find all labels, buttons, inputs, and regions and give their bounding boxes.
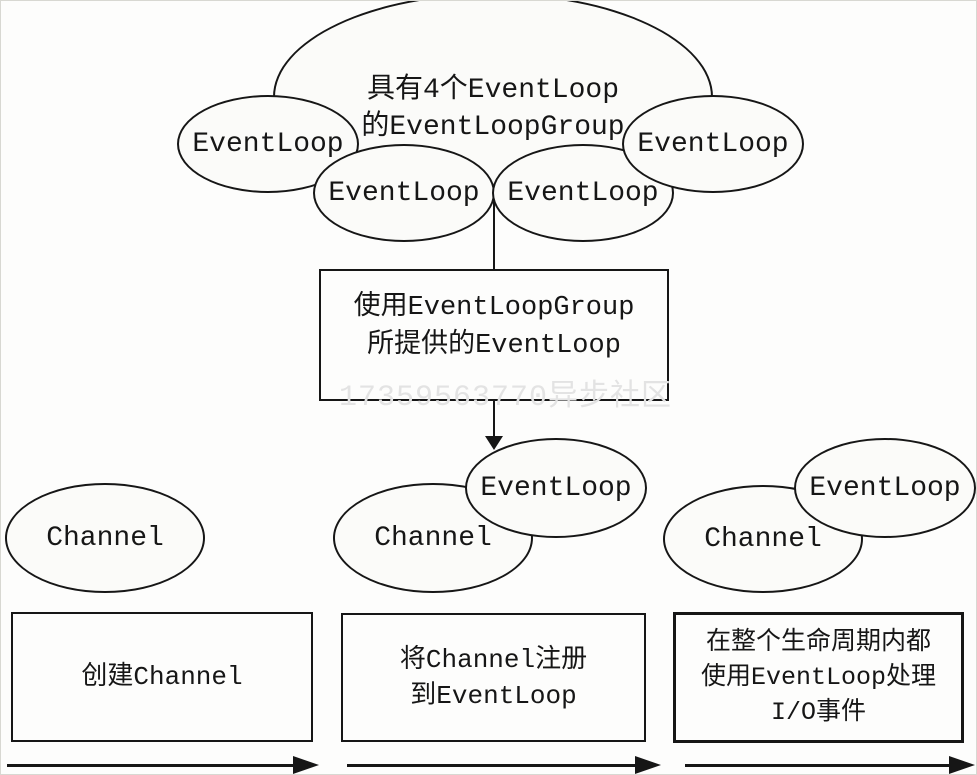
channel-ellipse-1: Channel: [5, 483, 205, 593]
channel-label: Channel: [704, 523, 822, 555]
eventloop-label: EventLoop: [507, 177, 659, 209]
step-box-create-channel: 创建Channel: [11, 612, 313, 742]
watermark-text: 17359563770异步社区: [339, 381, 673, 415]
channel-ellipse-3: Channel: [663, 485, 863, 593]
eventloop-ellipse-pair-3: EventLoop: [794, 438, 976, 538]
step1-line1: 创建Channel: [81, 662, 243, 692]
step-box-register-channel: 将Channel注册 到EventLoop: [341, 613, 646, 742]
eventloop-label: EventLoop: [328, 177, 480, 209]
step3-line2: 使用EventLoop处理: [700, 663, 937, 692]
provide-eventloop-label-line2: 所提供的EventLoop: [367, 331, 621, 361]
eventloopgroup-label-line2: 的EventLoopGroup: [361, 112, 625, 143]
channel-ellipse-2: Channel: [333, 483, 533, 593]
eventloop-ellipse-4: EventLoop: [622, 95, 804, 193]
eventloop-label: EventLoop: [192, 128, 344, 160]
eventloop-ellipse-pair-2: EventLoop: [465, 438, 647, 538]
eventloop-label: EventLoop: [809, 472, 961, 504]
provide-eventloop-label-line1: 使用EventLoopGroup: [353, 293, 635, 323]
step-box-lifecycle-io: 在整个生命周期内都 使用EventLoop处理 I/O事件: [673, 612, 964, 743]
eventloop-ellipse-2: EventLoop: [313, 144, 495, 242]
channel-label: Channel: [374, 522, 492, 554]
eventloopgroup-label-line1: 具有4个EventLoop: [366, 75, 620, 106]
timeline-arrow-1-head-icon: [293, 756, 319, 774]
eventloop-label: EventLoop: [480, 472, 632, 504]
step2-line2: 到EventLoop: [410, 680, 577, 711]
down-arrowhead-icon: [485, 436, 503, 450]
timeline-arrow-2-head-icon: [635, 756, 661, 774]
eventloop-label: EventLoop: [637, 128, 789, 160]
provide-eventloop-label: 使用EventLoopGroup 所提供的EventLoop: [354, 289, 635, 365]
step2-line1: 将Channel注册: [399, 644, 588, 675]
provide-eventloop-box: 使用EventLoopGroup 所提供的EventLoop: [319, 269, 669, 401]
timeline-arrow-1-line: [7, 764, 295, 767]
connector-box-to-pair: [493, 401, 495, 438]
connector-group-to-box: [493, 202, 495, 269]
timeline-arrow-3-head-icon: [949, 756, 975, 774]
timeline-arrow-3-line: [685, 764, 951, 767]
eventloopgroup-label: 具有4个EventLoop 的EventLoopGroup: [361, 72, 624, 146]
timeline-arrow-2-line: [347, 764, 637, 767]
channel-label: Channel: [46, 522, 164, 554]
step3-line3: I/O事件: [770, 698, 866, 727]
step3-line1: 在整个生命周期内都: [705, 628, 931, 657]
